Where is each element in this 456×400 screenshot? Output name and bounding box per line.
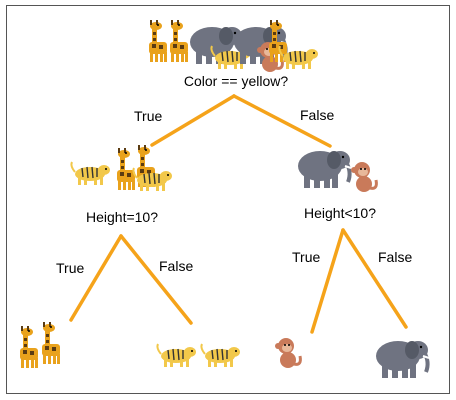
- elephant-icon: [374, 339, 431, 380]
- right-true-label: True: [292, 249, 320, 265]
- right-false-label: False: [378, 249, 412, 265]
- giraffe-icon: [42, 322, 60, 364]
- right-node-question: Height<10?: [304, 205, 376, 221]
- left-true-branch: [69, 234, 123, 322]
- giraffe-icon: [117, 148, 135, 190]
- branch-lines: [69, 94, 408, 334]
- right-node-animal-group: [296, 149, 378, 194]
- right-true-branch: [310, 228, 345, 334]
- root-false-label: False: [300, 107, 334, 123]
- right-false-branch: [341, 228, 408, 329]
- monkey-icon: [273, 336, 302, 370]
- monkey-icon: [349, 160, 378, 194]
- leaf-elephant: [374, 339, 431, 380]
- tiger-icon: [70, 161, 111, 186]
- left-false-label: False: [159, 258, 193, 274]
- giraffe-icon: [170, 20, 188, 62]
- root-animal-group: [149, 20, 319, 74]
- giraffe-icon: [20, 326, 38, 368]
- leaf-monkey: [273, 336, 302, 370]
- root-true-label: True: [134, 108, 162, 124]
- leaf-giraffes: [20, 322, 60, 368]
- elephant-icon: [296, 149, 353, 190]
- root-question: Color == yellow?: [184, 73, 288, 89]
- left-node-animal-group: [70, 145, 173, 192]
- tiger-icon: [156, 343, 197, 368]
- tiger-icon: [200, 343, 241, 368]
- left-node-question: Height=10?: [86, 209, 158, 225]
- left-true-label: True: [56, 260, 84, 276]
- root-false-branch: [232, 94, 332, 148]
- giraffe-icon: [149, 20, 167, 62]
- root-true-branch: [150, 94, 236, 147]
- leaf-tigers: [156, 343, 241, 368]
- diagram-frame: [6, 5, 450, 394]
- left-false-branch: [119, 234, 193, 325]
